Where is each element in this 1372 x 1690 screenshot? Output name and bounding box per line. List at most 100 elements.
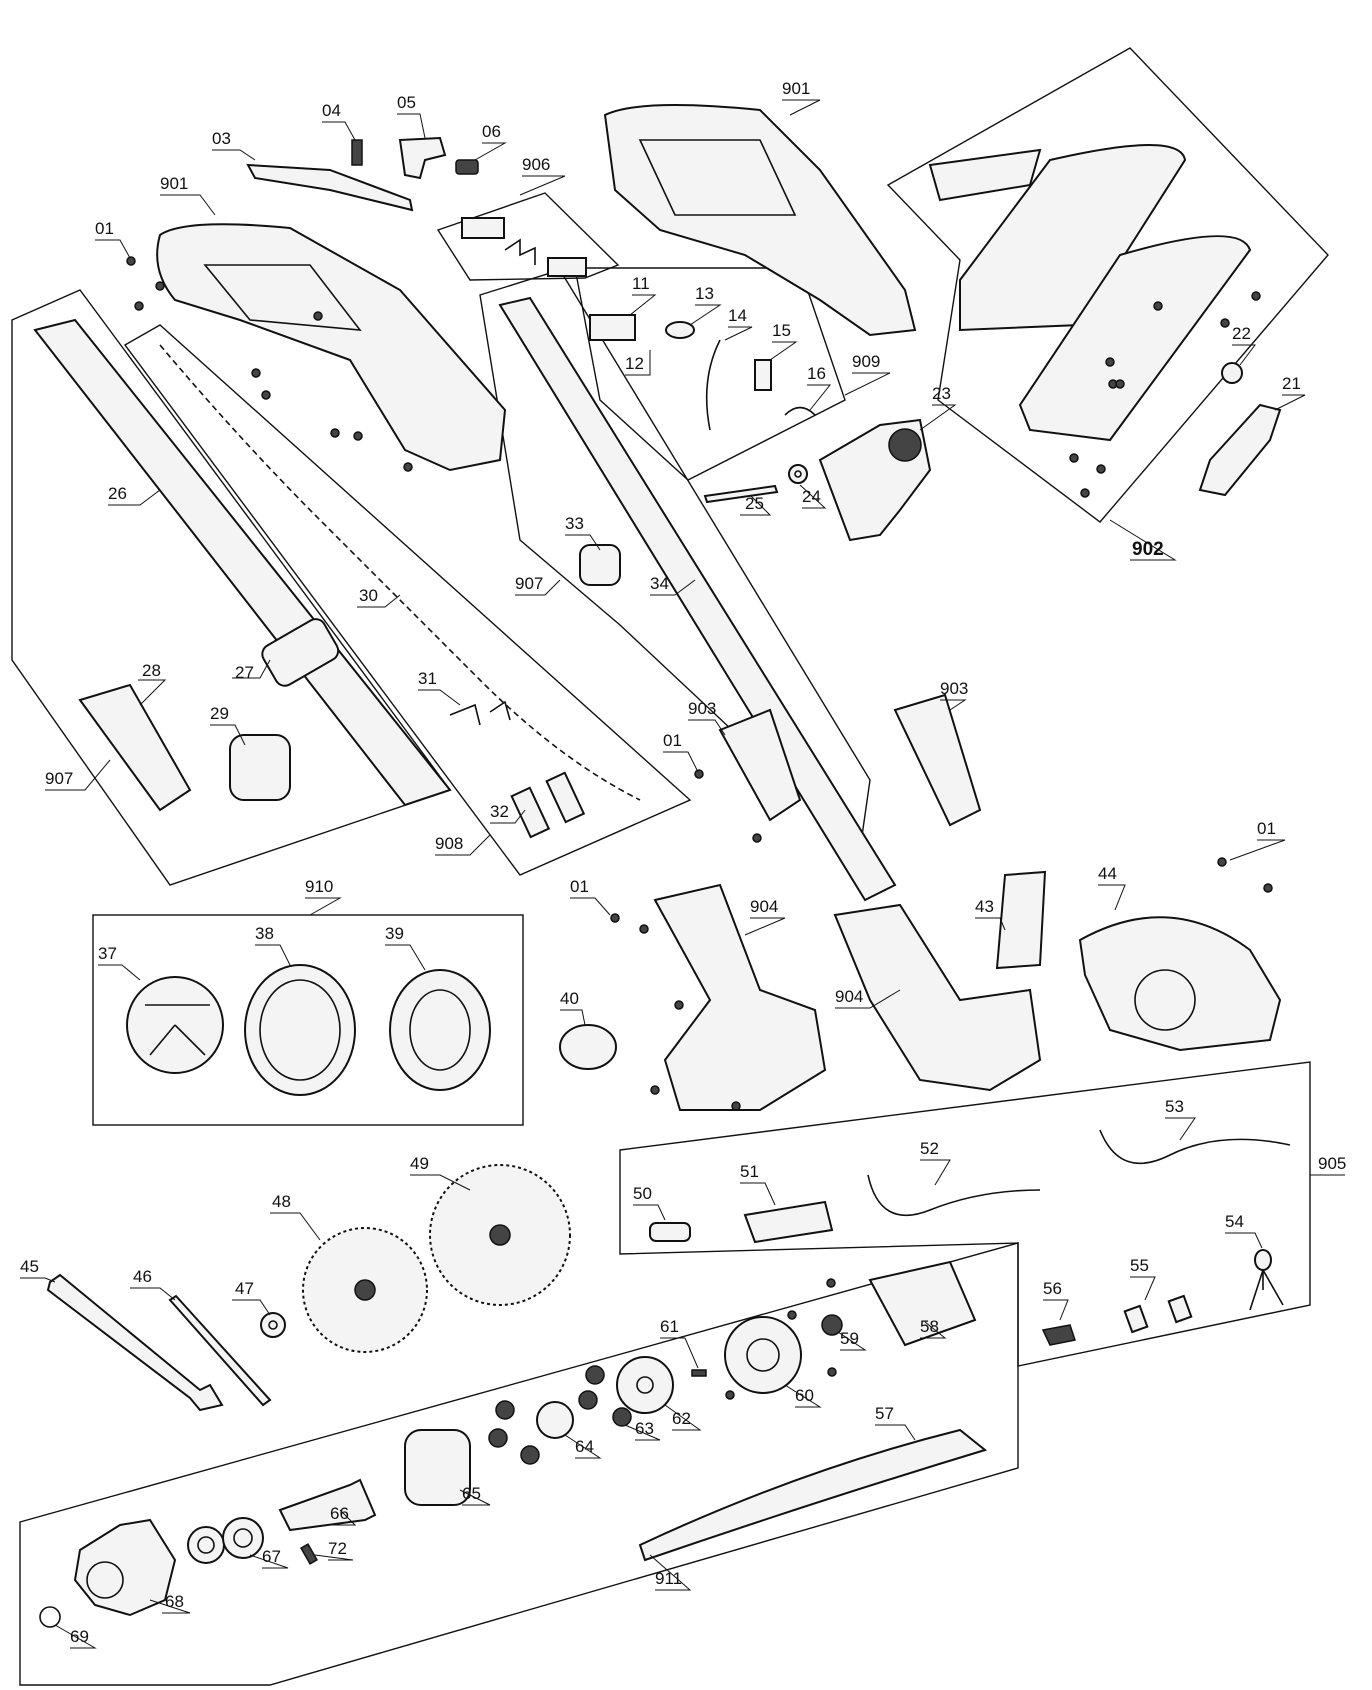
thermal-fuse: [1254, 1249, 1272, 1271]
tube-collar: [229, 734, 291, 801]
carbon-brush-2: [1167, 1294, 1193, 1324]
leader-907b: [515, 579, 561, 596]
leader-43: [975, 917, 1006, 931]
label-61: 61: [660, 1317, 679, 1336]
hex-nut-hole: [268, 1320, 278, 1330]
label-45: 45: [20, 1257, 39, 1276]
screw-head: [1069, 453, 1079, 463]
label-23: 23: [932, 384, 951, 403]
leader-57: [875, 1424, 916, 1441]
label-12: 12: [625, 354, 644, 373]
leader-61: [660, 1337, 699, 1369]
label-907: 907: [45, 769, 73, 788]
screw-head: [827, 1367, 837, 1377]
bearing-2: [222, 1517, 264, 1559]
label-56: 56: [1043, 1279, 1062, 1298]
cable-52: [867, 1174, 1041, 1217]
screw-head: [787, 1310, 797, 1320]
switch-connector: [547, 257, 587, 277]
switch-block: [461, 217, 505, 239]
screw-head: [313, 311, 323, 321]
label-66: 66: [330, 1504, 349, 1523]
label-28: 28: [142, 661, 161, 680]
leader-31: [418, 689, 461, 706]
screw-head: [330, 428, 340, 438]
screw-head: [639, 924, 649, 934]
tube-holder-b: [893, 693, 982, 827]
label-32: 32: [490, 802, 509, 821]
lock-button: [398, 136, 447, 180]
pinion-gear: [821, 1314, 843, 1336]
battery-shell: [1018, 235, 1252, 442]
carrier-gear-2: [488, 1428, 508, 1448]
brush-disc-49-hub: [489, 1224, 511, 1246]
screw-head: [1251, 291, 1261, 301]
leader-12: [625, 350, 651, 376]
label-50: 50: [633, 1184, 652, 1203]
label-16: 16: [807, 364, 826, 383]
leader-69: [54, 1624, 97, 1649]
frame-909: [574, 267, 846, 481]
label-64: 64: [575, 1437, 594, 1456]
leader-13: [689, 304, 722, 326]
label-11: 11: [632, 274, 650, 293]
leader-906: [519, 175, 566, 196]
label-01: 01: [663, 731, 682, 750]
label-72: 72: [328, 1539, 347, 1558]
label-904: 904: [750, 897, 778, 916]
spring: [351, 139, 363, 166]
leader-45: [20, 1277, 56, 1283]
guide-ring: [559, 1024, 617, 1070]
bearing-1: [187, 1526, 225, 1564]
planet-gear-1: [585, 1365, 605, 1385]
label-34: 34: [650, 574, 669, 593]
leader-48: [270, 1212, 321, 1241]
handle-window-left: [203, 264, 362, 331]
leader-63: [624, 1424, 661, 1441]
label-910: 910: [305, 877, 333, 896]
screw-head: [1105, 357, 1115, 367]
cable-53: [1099, 1129, 1291, 1165]
leader-68: [149, 1599, 191, 1614]
label-01: 01: [1257, 819, 1276, 838]
label-57: 57: [875, 1404, 894, 1423]
screw-head: [1263, 883, 1273, 893]
label-39: 39: [385, 924, 404, 943]
leader-23: [919, 404, 957, 431]
gear-housing: [73, 1518, 177, 1617]
screw-head: [674, 1000, 684, 1010]
label-60: 60: [795, 1386, 814, 1405]
wire-lead: [705, 339, 721, 431]
label-67: 67: [262, 1547, 281, 1566]
handle-window-right: [638, 139, 797, 216]
leader-911: [649, 1554, 692, 1591]
label-43: 43: [975, 897, 994, 916]
label-65: 65: [462, 1484, 481, 1503]
leader-01b: [663, 751, 699, 773]
leader-62: [664, 1404, 702, 1431]
hex-nut: [260, 1312, 286, 1338]
leader-55: [1130, 1276, 1156, 1301]
mount-screw: [691, 1369, 707, 1377]
label-49: 49: [410, 1154, 429, 1173]
label-26: 26: [108, 484, 127, 503]
label-63: 63: [635, 1419, 654, 1438]
screw-head: [1080, 488, 1090, 498]
label-58: 58: [920, 1317, 939, 1336]
leader-53: [1165, 1117, 1196, 1141]
label-25: 25: [745, 494, 764, 513]
label-59: 59: [840, 1329, 859, 1348]
blade-strap: [638, 1428, 988, 1562]
label-52: 52: [920, 1139, 939, 1158]
screw-head: [1217, 857, 1227, 867]
label-29: 29: [210, 704, 229, 723]
washer: [788, 464, 808, 484]
leader-38: [255, 944, 291, 966]
wheel-rim: [389, 969, 491, 1091]
leader-49: [410, 1174, 471, 1191]
label-05: 05: [397, 93, 416, 112]
circlip: [39, 1606, 61, 1628]
leader-16: [807, 384, 832, 411]
gasket: [649, 1222, 691, 1242]
